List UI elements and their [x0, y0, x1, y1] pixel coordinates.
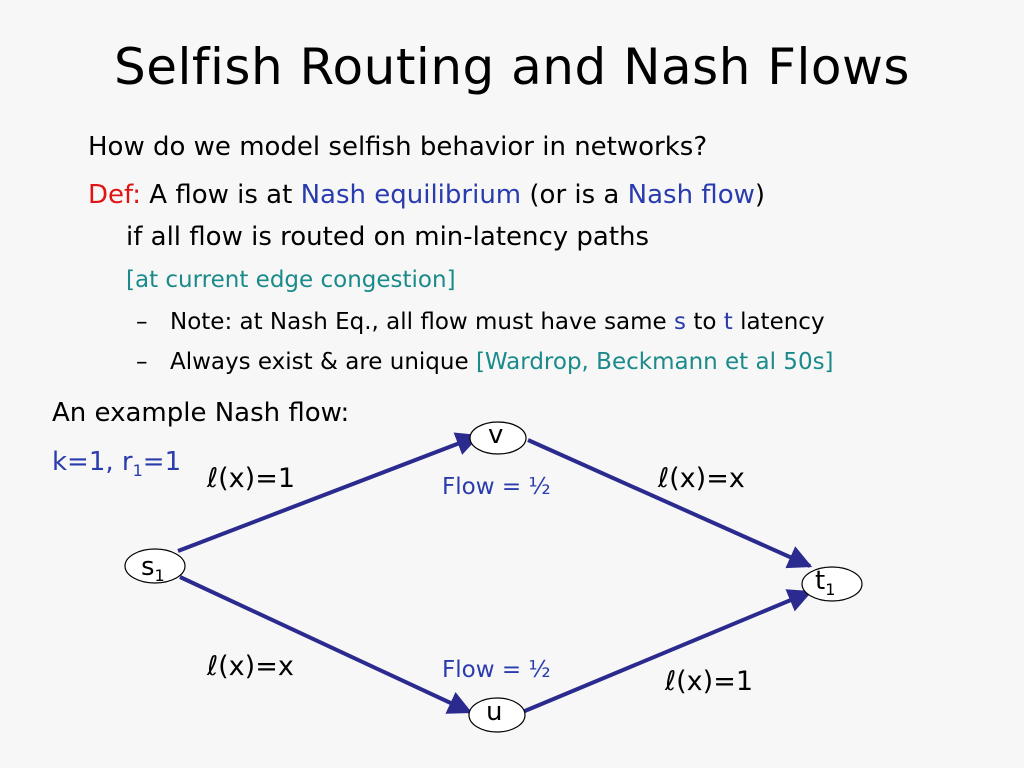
node-s-circle [124, 548, 186, 584]
edge-u-t [519, 589, 813, 715]
node-v-label: v [488, 420, 504, 450]
node-u-circle [468, 697, 526, 733]
def-label: Def: [88, 180, 142, 210]
example-params-k: k=1, r [52, 447, 133, 477]
bullet1-t: t [723, 309, 733, 335]
bullet2-citation: [Wardrop, Beckmann et al 50s] [475, 349, 834, 375]
def-text-2: (or is a [529, 180, 620, 210]
example-params-sub: 1 [132, 461, 143, 481]
flow-lower: Flow = ½ [442, 657, 551, 683]
latency-u-t: ℓ(x)=1 [665, 666, 754, 697]
definition-note: [at current edge congestion] [126, 267, 456, 293]
bullet2-prefix: Always exist & are unique [170, 349, 469, 375]
definition-line-2: if all flow is routed on min-latency pat… [126, 222, 650, 252]
edge-v-t [527, 438, 813, 569]
bullet1-to: to [693, 309, 717, 335]
latency-s-v: ℓ(x)=1 [207, 463, 296, 494]
bullet1-s: s [674, 309, 686, 335]
question-text: How do we model selfish behavior in netw… [88, 132, 708, 162]
term-nash-equilibrium: Nash equilibrium [300, 180, 522, 210]
example-heading: An example Nash flow: [52, 398, 350, 428]
def-text-3: ) [754, 180, 766, 210]
latency-v-t: ℓ(x)=x [658, 463, 745, 494]
example-params: k=1, r1=1 [52, 447, 181, 480]
bullet-existence: –Always exist & are unique [Wardrop, Bec… [136, 349, 834, 375]
node-t-circle [801, 566, 863, 602]
slide-title: Selfish Routing and Nash Flows [114, 38, 910, 96]
latency-s-u: ℓ(x)=x [207, 651, 294, 682]
bullet-dash: – [136, 309, 148, 335]
example-params-end: =1 [142, 447, 182, 477]
bullet-dash: – [136, 349, 148, 375]
bullet1-suffix: latency [740, 309, 825, 335]
edge-s-v [177, 432, 481, 553]
node-t-label: t1 [815, 566, 836, 600]
node-s-label: s1 [141, 552, 165, 586]
bullet1-prefix: Note: at Nash Eq., all flow must have sa… [170, 309, 667, 335]
bullet-note: –Note: at Nash Eq., all flow must have s… [136, 309, 825, 335]
edge-s-u [179, 575, 473, 714]
node-v-circle [469, 421, 527, 455]
flow-upper: Flow = ½ [442, 474, 551, 500]
node-u-label: u [486, 697, 503, 727]
question-line: How do we model selfish behavior in netw… [88, 132, 707, 162]
term-nash-flow: Nash flow [627, 180, 755, 210]
def-text-1: A flow is at [149, 180, 293, 210]
definition-line-1: Def: A flow is at Nash equilibrium (or i… [88, 180, 765, 210]
